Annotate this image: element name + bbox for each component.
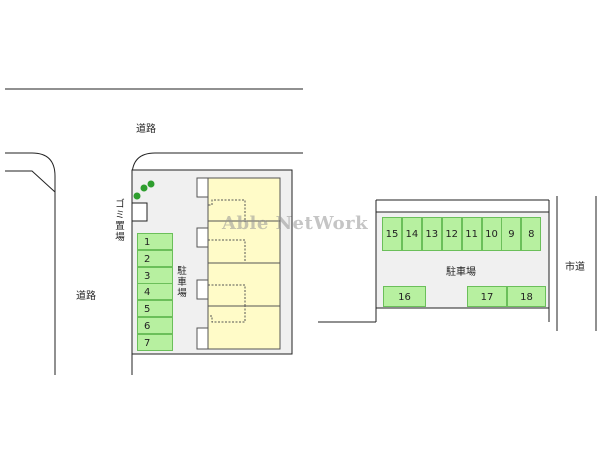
- balcony-outline: [208, 239, 246, 263]
- balcony-outline: [207, 306, 246, 323]
- road-curb-left-inner: [5, 170, 56, 193]
- tree: [133, 192, 141, 200]
- parking-stall-13: 13: [421, 217, 442, 251]
- parking-label-east: 駐車場: [446, 267, 476, 278]
- garbage-area-label: ゴミ置場: [115, 199, 125, 243]
- parking-stall-6: 6: [137, 317, 173, 334]
- balcony-outline: [207, 199, 246, 222]
- parking-stall-12: 12: [441, 217, 462, 251]
- road-curb-left: [5, 152, 56, 375]
- road-label-right: 市道: [565, 262, 585, 273]
- entrance-porch: [196, 227, 209, 248]
- parking-stall-17: 17: [467, 286, 507, 307]
- parking-stall-11: 11: [461, 217, 482, 251]
- parking-stall-4: 4: [137, 283, 173, 301]
- parking-stall-15: 15: [382, 217, 402, 251]
- tree: [140, 184, 148, 192]
- entrance-porch: [196, 177, 209, 198]
- balcony-outline: [208, 284, 246, 306]
- parking-stall-8: 8: [521, 217, 542, 251]
- watermark: Able NetWork: [222, 213, 369, 234]
- parking-stall-1: 1: [137, 233, 173, 250]
- parking-stall-10: 10: [481, 217, 502, 251]
- parking-stall-3: 3: [137, 266, 173, 284]
- parking-stall-14: 14: [401, 217, 422, 251]
- parking-label-main: 駐車場: [177, 266, 187, 299]
- parking-stall-16: 16: [383, 286, 426, 307]
- road-label-top: 道路: [136, 124, 156, 135]
- entrance-porch: [196, 327, 209, 350]
- parking-stall-18: 18: [507, 286, 546, 307]
- parking-stall-2: 2: [137, 249, 173, 267]
- road-label-left: 道路: [76, 291, 96, 302]
- parking-stall-7: 7: [137, 333, 173, 351]
- parking-stall-5: 5: [137, 300, 173, 318]
- tree: [147, 180, 155, 188]
- garbage-enclosure: [131, 202, 148, 222]
- parking-stall-9: 9: [501, 217, 522, 251]
- entrance-porch: [196, 279, 209, 300]
